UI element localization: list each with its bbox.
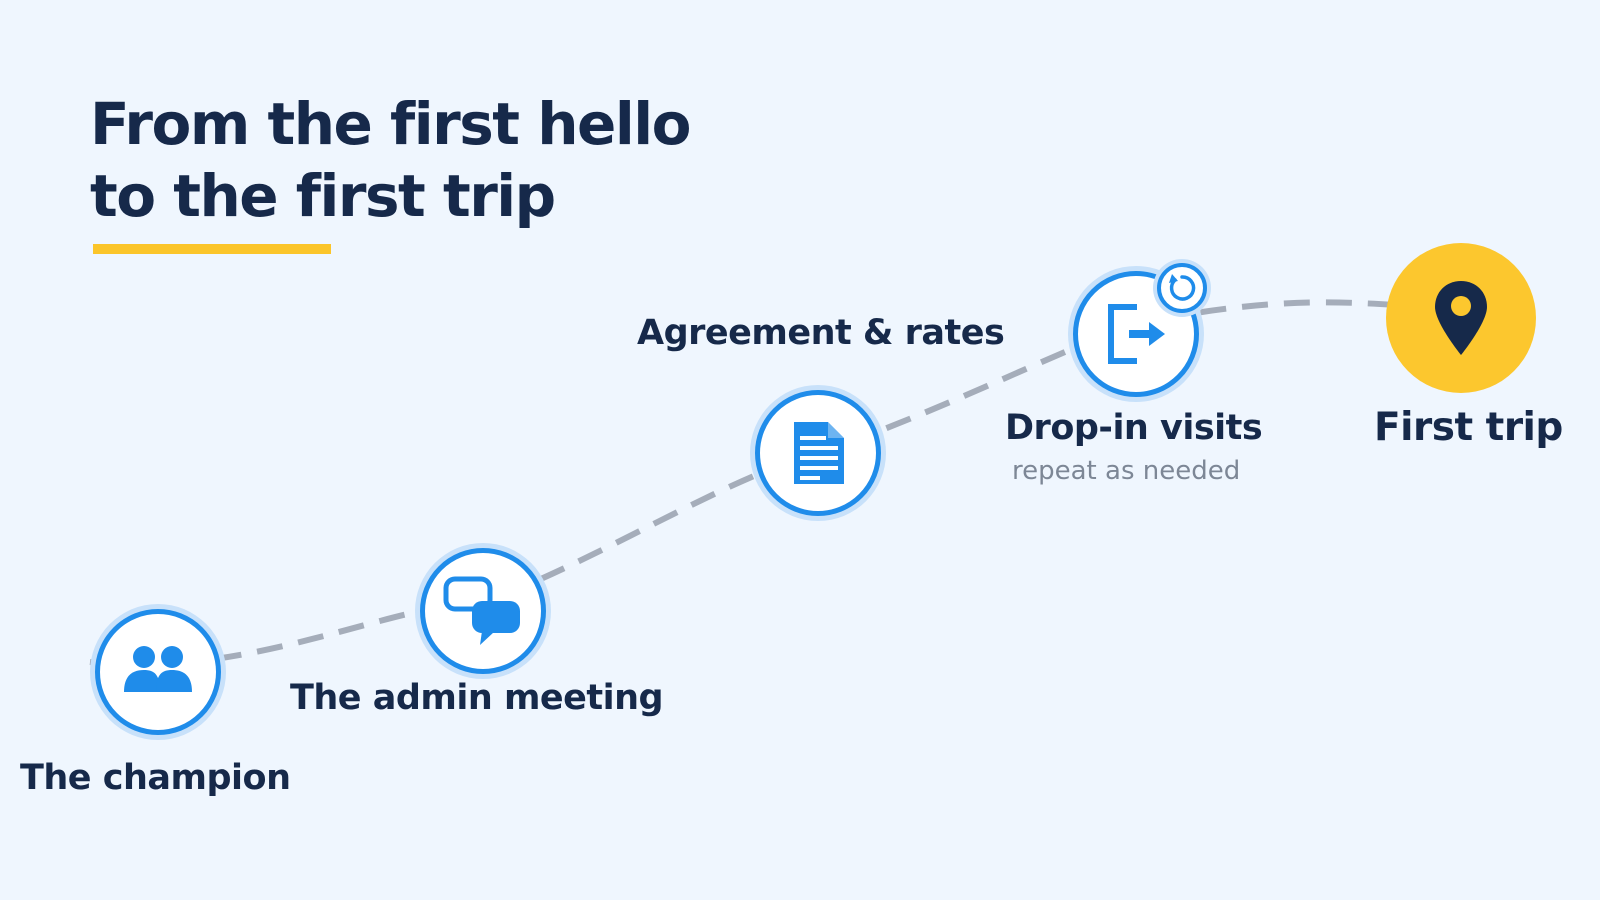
- step-champion-node: [95, 609, 221, 735]
- page-title: From the first hello to the first trip: [90, 88, 691, 232]
- step-agreement-label: Agreement & rates: [637, 313, 1005, 353]
- title-line-1: From the first hello: [90, 90, 691, 158]
- step-first-trip-node: [1386, 243, 1536, 393]
- step-admin-meeting-node: [420, 548, 546, 674]
- map-pin-icon: [1435, 281, 1487, 355]
- title-underline: [93, 244, 331, 254]
- repeat-icon: [1169, 274, 1196, 301]
- exit-arrow-icon: [1108, 304, 1165, 364]
- repeat-badge: [1157, 263, 1207, 313]
- people-icon: [124, 646, 192, 692]
- step-drop-in-label: Drop-in visits: [1005, 408, 1263, 448]
- step-drop-in-sublabel: repeat as needed: [1012, 456, 1241, 486]
- document-icon: [794, 422, 844, 484]
- step-admin-meeting-label: The admin meeting: [290, 678, 664, 718]
- title-line-2: to the first trip: [90, 162, 556, 230]
- step-champion-label: The champion: [20, 758, 291, 798]
- step-first-trip-label: First trip: [1374, 405, 1563, 450]
- chat-bubbles-icon: [443, 576, 520, 645]
- step-agreement-node: [755, 390, 881, 516]
